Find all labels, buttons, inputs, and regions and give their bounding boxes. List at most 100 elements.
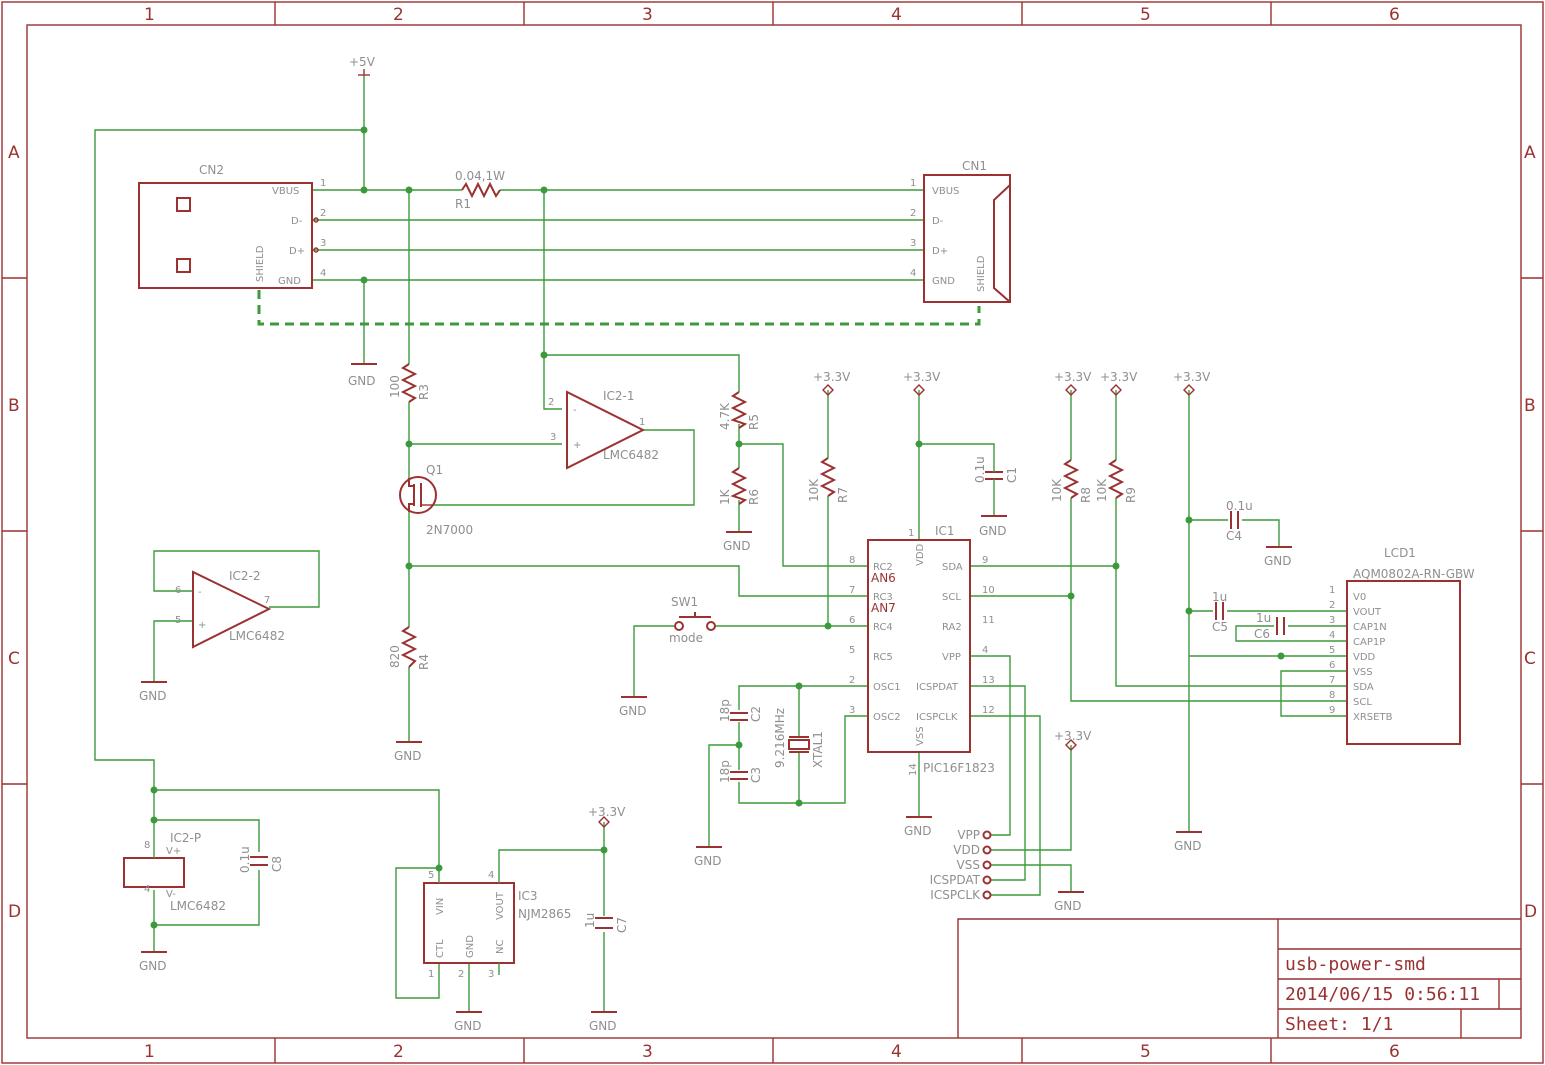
c6-ref: C6 (1254, 627, 1270, 641)
supply-p33v-r9: +3.3V (1100, 370, 1138, 396)
lcd1-pin-num: 1 (1329, 585, 1335, 596)
ic1-pin-num: 8 (849, 555, 855, 566)
shield-net (257, 290, 981, 326)
connector-cn1: CN1 VBUS D- D+ GND 1 2 3 4 SHIELD (910, 159, 1011, 303)
ic2-1-pin: 3 (550, 432, 556, 443)
c2-value: 18p (718, 699, 732, 722)
resistor-r1: 0.04,1W R1 (455, 169, 505, 211)
p33v-label: +3.3V (1054, 370, 1092, 384)
p33v-label: +3.3V (903, 370, 941, 384)
svg-text:-: - (573, 405, 577, 416)
cn1-pin-number: 3 (910, 238, 916, 249)
ic1-pin-name: OSC2 (873, 712, 901, 723)
gnd-label: GND (1174, 839, 1202, 853)
capacitor-c4: 0.1u C4 (1226, 499, 1253, 543)
lcd1-pin-name: XRSETB (1353, 712, 1393, 723)
gnd-label: GND (139, 959, 167, 973)
capacitor-c1: 0.1u C1 (973, 456, 1019, 484)
gnd-label: GND (619, 704, 647, 718)
gnd-symbols: GND GND GND GND GND GND GND GND GND GND … (139, 363, 1292, 1033)
icsp-pin-label: VPP (957, 828, 980, 842)
ic1-pin-num: 12 (982, 705, 995, 716)
ic1-pin-name: ICSPDAT (916, 682, 959, 693)
r5-value: 4.7K (718, 402, 732, 430)
crystal-xtal1: 9.216MHz XTAL1 (773, 708, 825, 768)
cn2-shield-label: SHIELD (255, 245, 266, 282)
row-label: B (1524, 396, 1536, 416)
r6-ref: R6 (747, 489, 761, 505)
ic1-pin-name: ICSPCLK (916, 712, 958, 723)
ic3-pin-name: VOUT (495, 891, 506, 920)
ic1-value: PIC16F1823 (923, 761, 995, 775)
ic3-pin-name: GND (465, 935, 476, 958)
row-label: C (8, 649, 20, 669)
sw1-value: mode (669, 631, 703, 645)
resistor-r3: 100 R3 (388, 363, 431, 403)
mosfet-q1: Q1 2N7000 (399, 463, 473, 537)
c1-value: 0.1u (973, 456, 987, 483)
ic2-p-pin: 8 (144, 840, 150, 851)
nets (94, 75, 1347, 1012)
lcd1-pin-num: 8 (1329, 690, 1335, 701)
p33v-label: +3.3V (588, 805, 626, 819)
gnd-label: GND (394, 749, 422, 763)
resistor-r4: 820 R4 (388, 626, 431, 670)
lcd1-pin-name: V0 (1353, 592, 1366, 603)
ic1-pin-num: 6 (849, 615, 855, 626)
cn2-pin-label: VBUS (272, 186, 299, 197)
lcd1-pin-num: 2 (1329, 600, 1335, 611)
capacitor-c3: 18p C3 (718, 760, 763, 783)
icsp-pin-label: VDD (953, 843, 980, 857)
cn1-ref: CN1 (962, 159, 987, 173)
supply-p33v-ic3: +3.3V (588, 805, 626, 828)
r6-value: 1K (718, 488, 732, 505)
col-label: 5 (1140, 1042, 1151, 1062)
capacitor-c8: 0.1u C8 (238, 846, 284, 873)
ic2-p-ref: IC2-P (170, 831, 201, 845)
col-label: 2 (393, 1042, 404, 1062)
r1-value: 0.04,1W (455, 169, 505, 183)
lcd1-pin-num: 7 (1329, 675, 1335, 686)
icsp-header: VPP VDD VSS ICSPDAT ICSPCLK (930, 828, 992, 902)
lcd1-value: AQM0802A-RN-GBW (1353, 567, 1475, 581)
opamp-ic2-1: - + IC2-1 LMC6482 2 3 1 (548, 389, 659, 470)
c4-ref: C4 (1226, 529, 1242, 543)
ic3-value: NJM2865 (518, 907, 571, 921)
ic1-pin-vdd: VDD (915, 543, 926, 566)
opamp-ic2-2: - + IC2-2 LMC6482 6 5 7 (175, 569, 285, 649)
svg-text:-: - (198, 587, 202, 598)
ic1-ref: IC1 (935, 524, 955, 538)
row-label: A (8, 143, 20, 163)
ic1-pin-name: SDA (942, 562, 963, 573)
col-label: 4 (891, 5, 902, 25)
p33v-label: +3.3V (1100, 370, 1138, 384)
lcd1-pin-name: VDD (1353, 652, 1376, 663)
ic1-pin-num: 3 (849, 705, 855, 716)
c5-ref: C5 (1212, 620, 1228, 634)
ic2-1-pin: 1 (639, 417, 645, 428)
c8-ref: C8 (270, 856, 284, 872)
c5-value: 1u (1212, 590, 1227, 604)
gnd-label: GND (1264, 554, 1292, 568)
lcd1-pin-name: SDA (1353, 682, 1374, 693)
ic2-2-pin: 5 (175, 615, 181, 626)
lcd1-pin-num: 5 (1329, 645, 1335, 656)
col-label: 1 (144, 5, 155, 25)
supply-p33v-lcd: +3.3V (1173, 370, 1211, 396)
title-sheet: Sheet: 1/1 (1285, 1014, 1393, 1035)
row-label: A (1524, 143, 1536, 163)
icsp-pin-label: ICSPCLK (930, 888, 981, 902)
ic1-pin-num: 9 (982, 555, 988, 566)
cn2-pin-label: GND (278, 276, 301, 287)
resistor-r9: 10K R9 (1095, 459, 1138, 503)
p33v-label: +3.3V (813, 370, 851, 384)
row-label: D (1524, 902, 1537, 922)
col-label: 3 (642, 5, 653, 25)
gnd-label: GND (1054, 899, 1082, 913)
ic1-pin-name: VPP (942, 652, 961, 663)
gnd-label: GND (139, 689, 167, 703)
ic1-pin-vss-num: 14 (908, 763, 919, 776)
c1-ref: C1 (1005, 467, 1019, 483)
ic3-pin-name: NC (495, 940, 506, 954)
